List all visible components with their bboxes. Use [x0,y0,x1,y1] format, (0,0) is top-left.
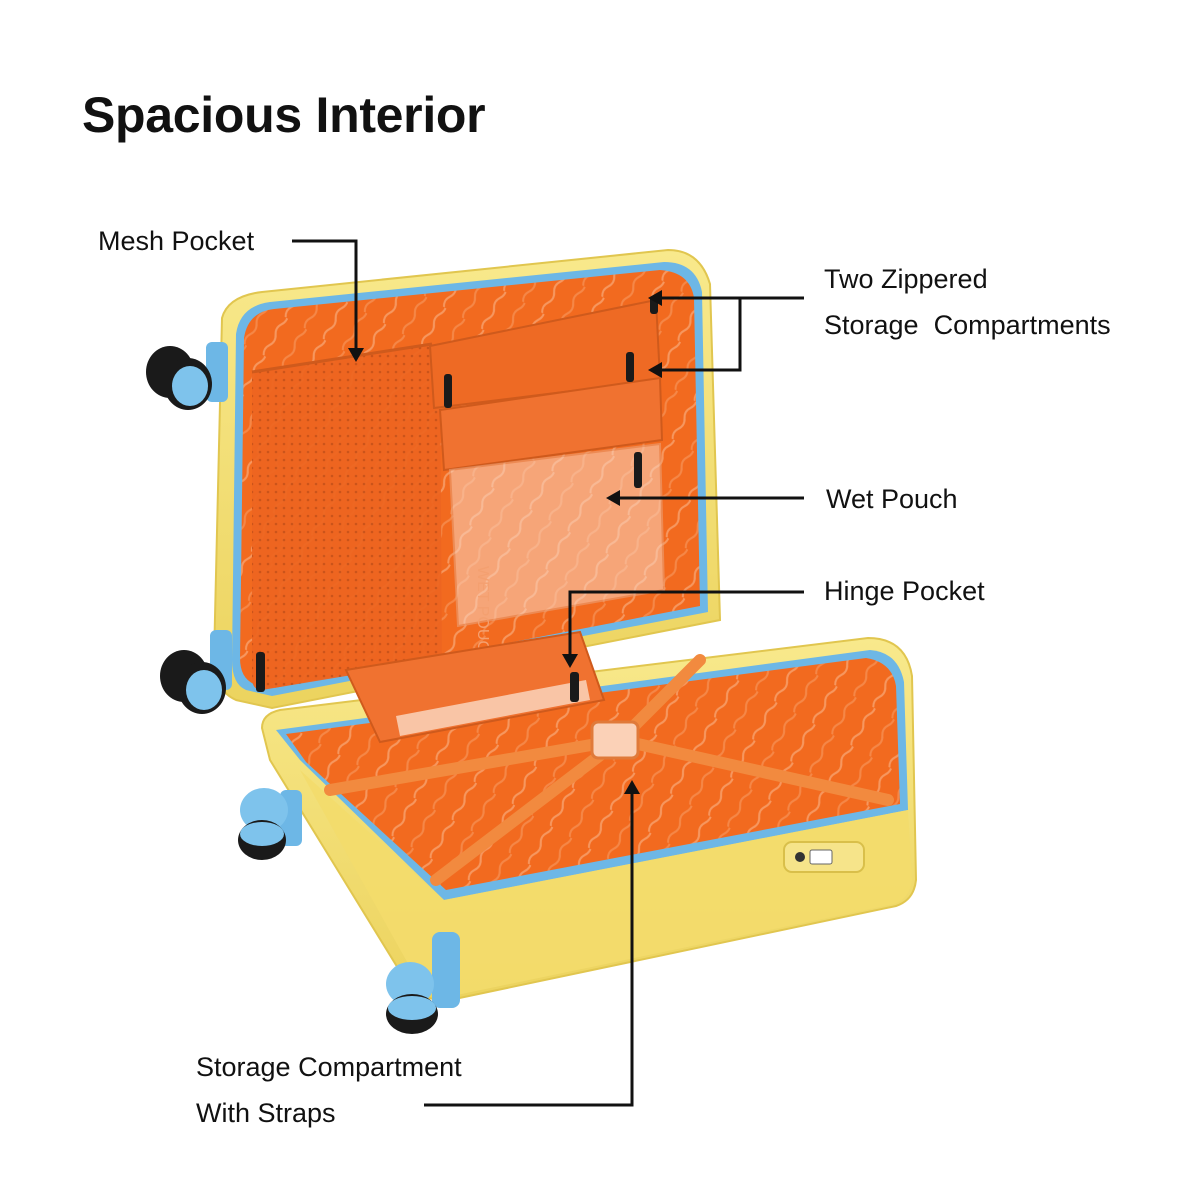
leader-lines [292,239,804,1107]
label-straps-line1: Storage Compartment [196,1052,462,1082]
page-title: Spacious Interior [82,87,486,143]
wheel-mid-left [160,630,232,714]
label-mesh-pocket: Mesh Pocket [98,218,254,264]
label-zippered-line2: Storage Compartments [824,310,1111,340]
label-wet-pouch: Wet Pouch [826,476,958,522]
wet-pouch[interactable]: WET POUCH [448,442,666,663]
label-hinge-pocket-text: Hinge Pocket [824,576,985,606]
mesh-pocket[interactable] [252,344,442,690]
label-mesh-pocket-text: Mesh Pocket [98,226,255,256]
wheel-base-front [386,932,460,1034]
wet-pouch-print: WET POUCH [474,566,491,663]
hinge-pocket[interactable] [344,630,606,744]
label-hinge-pocket: Hinge Pocket [824,568,985,614]
wheel-base-left [238,788,302,860]
zippered-compartments[interactable] [428,296,664,472]
label-storage-with-straps: Storage Compartment With Straps [196,1044,462,1136]
zipper-pull[interactable] [256,652,265,692]
label-zippered-line1: Two Zippered [824,264,988,294]
strap-buckle[interactable] [590,720,640,760]
label-wet-pouch-text: Wet Pouch [826,484,958,514]
label-straps-line2: With Straps [196,1098,336,1128]
wheel-top-left [146,342,228,410]
leader-arrowheads [348,290,662,794]
label-zippered-compartments: Two Zippered Storage Compartments [824,256,1111,348]
